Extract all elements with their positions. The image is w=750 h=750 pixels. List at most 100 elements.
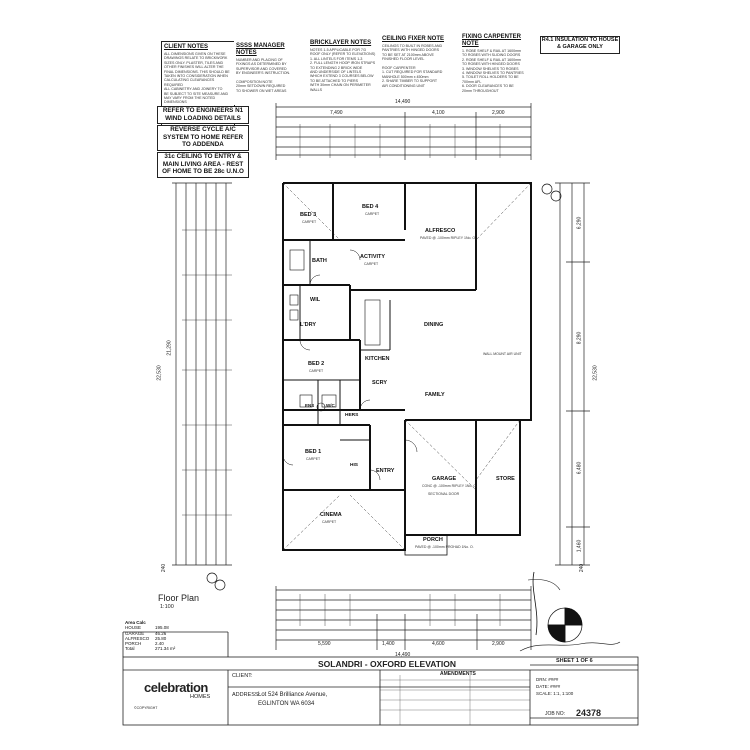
bottom-segment-4: 2,900 (492, 641, 505, 647)
address-line1: Lot 524 Brilliance Avenue, (258, 692, 328, 698)
room-ensuite: ENS (305, 403, 315, 408)
area-total-label: Total (125, 646, 135, 652)
job-label: JOB NO: (545, 711, 566, 717)
area-row-total: Total 271.34 m² (125, 646, 225, 651)
plan-scale: 1:100 (160, 604, 174, 610)
top-segment-1: 7,490 (330, 110, 343, 116)
engineers-reference: REFER TO ENGINEERS N1 WIND LOADING DETAI… (157, 106, 249, 124)
area-row-garage: GARAGE 46.26 (125, 631, 225, 636)
top-segment-2: 4,100 (432, 110, 445, 116)
insulation-note: R4.1 INSULATION TO HOUSE & GARAGE ONLY (540, 36, 620, 54)
client-notes-title: CLIENT NOTES (164, 44, 209, 50)
area-row-alfresco: ALFRESCO 25.80 (125, 636, 225, 641)
left-segment: 21,290 (166, 340, 173, 356)
room-alfresco: ALFRESCO (425, 228, 456, 234)
manager-notes-title: SSSS MANAGER NOTES (236, 43, 285, 56)
room-wil: WIL (310, 297, 321, 303)
sheet-number: SHEET 1 OF 6 (556, 658, 593, 664)
address-line2: EGLINTON WA 6034 (258, 701, 315, 707)
area-calc-title: Area Calc (125, 620, 146, 625)
room-bed2: BED 2 (308, 361, 325, 367)
top-segment-3: 2,900 (492, 110, 505, 116)
right-segment-3: 6,480 (576, 461, 583, 475)
room-family: FAMILY (425, 392, 445, 398)
room-cinema-floor: CARPET (322, 520, 337, 524)
room-activity: ACTIVITY (360, 254, 386, 260)
area-label: HOUSE (125, 625, 142, 631)
area-total-value: 271.34 m² (155, 646, 176, 652)
address-label: ADDRESS: (232, 692, 261, 698)
room-porch: PORCH (423, 537, 443, 543)
room-store: STORE (496, 476, 515, 482)
drawing-scale: SCALE: 1:1, 1:100 (536, 691, 574, 696)
room-bed3: BED 3 (300, 212, 317, 218)
drawing-date: DATE: #### (536, 684, 561, 689)
room-wc: W/C (326, 403, 335, 408)
company-logo-sub: HOMES (190, 694, 211, 700)
area-row-house: HOUSE 195.08 (125, 625, 225, 630)
aircon-reference: REVERSE CYCLE A/C SYSTEM TO HOME REFER T… (157, 125, 249, 151)
client-notes-body: ALL DIMENSIONS GIVEN ON THESE DRAWINGS R… (164, 52, 230, 105)
room-bed4-floor: CARPET (365, 212, 380, 216)
room-bath: BATH (312, 258, 327, 264)
area-label: GARAGE (125, 630, 145, 636)
bottom-segment-1: 5,590 (318, 641, 331, 647)
bricklayer-notes-body: NOTES 1-5 APPLICABLE FOR 7/3 ROOF ONLY (… (310, 48, 376, 92)
fixing-notes-body: 1. ROBE SHELF & RAIL AT 1600mm TO ROBES … (462, 49, 524, 93)
fixing-notes: FIXING CARPENTER NOTE 1. ROBE SHELF & RA… (460, 32, 540, 116)
ceiling-notes-body: CEILINGS TO BUILT IN ROBES AND PANTRIES … (382, 44, 443, 88)
drawn-by: DRN: #### (536, 677, 559, 682)
room-laundry: L'DRY (300, 322, 317, 328)
area-label: PORCH (125, 641, 142, 647)
manager-notes-body: NUMBER AND PLACING OF FIXINGS AS DETERMI… (236, 58, 291, 93)
room-garage: GARAGE (432, 476, 457, 482)
area-calc: Area Calc HOUSE 195.08 GARAGE 46.26 ALFRES… (125, 620, 225, 652)
bottom-segment-2: 1,400 (382, 641, 395, 647)
room-bed3-floor: CARPET (302, 220, 317, 224)
area-label: ALFRESCO (125, 635, 150, 641)
base-right: 240 (579, 563, 586, 573)
room-dining: DINING (424, 322, 444, 328)
room-bed1: BED 1 (305, 449, 322, 455)
copyright: ©COPYRIGHT (134, 706, 158, 710)
wall-mount-air-unit: WALL MOUNT AIR UNIT (483, 352, 522, 356)
room-bed2-floor: CARPET (309, 369, 324, 373)
client-notes: CLIENT NOTES ALL DIMENSIONS GIVEN ON THE… (161, 41, 235, 129)
fixing-notes-title: FIXING CARPENTER NOTE (462, 34, 522, 47)
company-logo: celebration (144, 680, 208, 695)
left-height: 22,530 (156, 365, 163, 381)
room-activity-floor: CARPET (364, 262, 379, 266)
bottom-segment-3: 4,600 (432, 641, 445, 647)
area-value: 46.26 (155, 630, 167, 636)
overall-width-top: 14,490 (395, 99, 411, 105)
ceiling-height-reference: 31c CEILING TO ENTRY & MAIN LIVING AREA … (157, 152, 249, 178)
right-segment-2: 8,290 (576, 331, 583, 345)
room-entry: ENTRY (376, 468, 395, 474)
porch-note: PAVED @ -100mm PROHAD 1No. O. (415, 545, 474, 549)
overall-width-bottom: 14,490 (395, 652, 411, 658)
amendments-title: AMENDMENTS (440, 671, 476, 677)
room-his: HIS (350, 463, 358, 468)
area-value: 25.80 (155, 635, 167, 641)
bricklayer-notes-title: BRICKLAYER NOTES (310, 40, 372, 46)
right-segment-1: 6,290 (576, 216, 583, 230)
ceiling-notes-title: CEILING FIXER NOTE (382, 36, 445, 42)
room-bed1-floor: CARPET (306, 457, 321, 461)
client-label: CLIENT: (232, 673, 253, 679)
ceiling-notes: CEILING FIXER NOTE CEILINGS TO BUILT IN … (380, 34, 458, 110)
room-hers: HERS (345, 413, 359, 418)
plan-title: Floor Plan (158, 593, 200, 603)
base-left: 240 (161, 563, 168, 573)
room-bed4: BED 4 (362, 204, 379, 210)
right-height: 22,530 (592, 365, 599, 381)
room-kitchen: KITCHEN (365, 356, 390, 362)
room-scry: SCRY (372, 380, 388, 386)
job-number: 24378 (576, 708, 602, 718)
manager-notes: SSSS MANAGER NOTES NUMBER AND PLACING OF… (234, 41, 308, 105)
area-value: 195.08 (155, 625, 169, 631)
project-title: SOLANDRI - OXFORD ELEVATION (318, 659, 457, 669)
alfresco-note: PAVED @ -100mm RIPLEY 1No. O. (420, 236, 477, 240)
